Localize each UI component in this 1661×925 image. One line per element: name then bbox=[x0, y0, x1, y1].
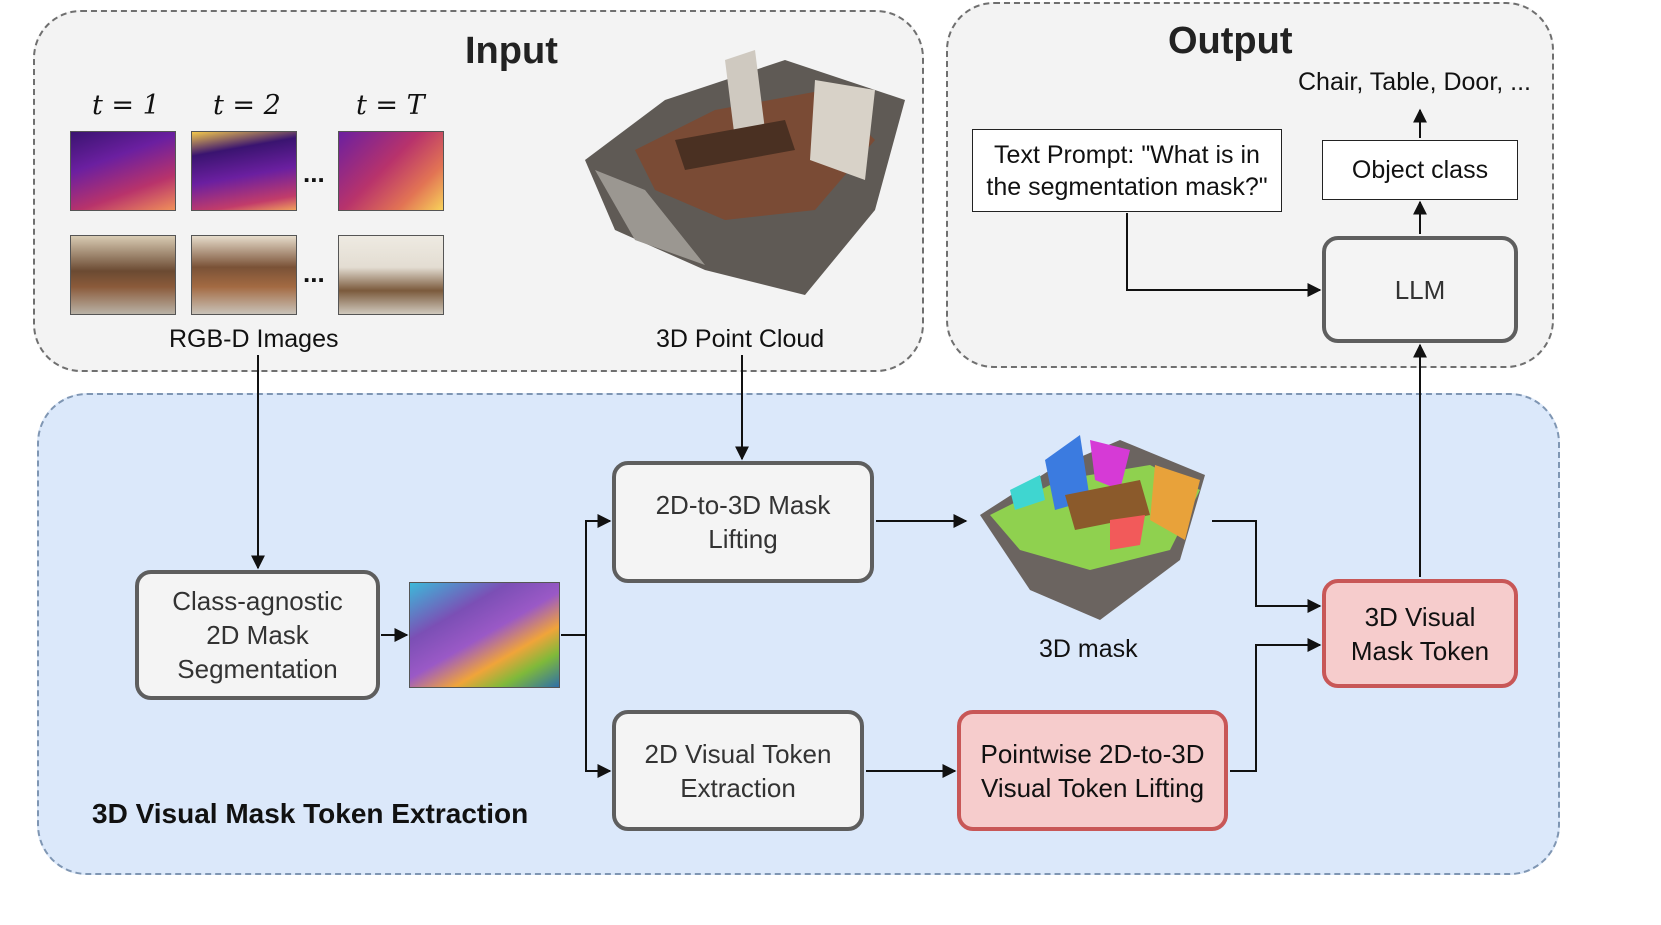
mask-lifting-line-2: Lifting bbox=[708, 524, 778, 554]
visual-token-extraction-line-2: Extraction bbox=[680, 772, 796, 803]
arrow-3dmask-to-masktoken bbox=[1212, 520, 1322, 613]
time-label-1: t = 1 bbox=[92, 90, 160, 121]
llm-box: LLM bbox=[1322, 236, 1518, 343]
classes-output: Chair, Table, Door, ... bbox=[1298, 68, 1531, 96]
depth-image-2 bbox=[191, 131, 297, 211]
visual-token-extraction-box: 2D Visual Token Extraction bbox=[612, 710, 864, 831]
pointwise-lifting-line-1: Pointwise 2D-to-3D bbox=[980, 738, 1205, 769]
arrow-prompt-to-llm bbox=[1126, 213, 1322, 297]
mask-token-line-2: Mask Token bbox=[1350, 635, 1490, 666]
ellipsis-depth: ... bbox=[303, 158, 325, 188]
mask-lifting-box: 2D-to-3D Mask Lifting bbox=[612, 461, 874, 583]
rgb-image-1 bbox=[70, 235, 176, 315]
time-label-T: t = T bbox=[356, 90, 425, 121]
arrow-pointwise-to-masktoken bbox=[1230, 638, 1322, 772]
mask-segmentation-line-3: Segmentation bbox=[177, 654, 338, 684]
arrow-maskimage-to-lifting bbox=[561, 514, 612, 636]
text-prompt-box: Text Prompt: "What is in the segmentatio… bbox=[972, 129, 1282, 212]
mask-segmentation-line-2: 2D Mask bbox=[206, 620, 309, 650]
ellipsis-rgb: ... bbox=[303, 258, 325, 288]
pointcloud-label: 3D Point Cloud bbox=[656, 325, 825, 353]
depth-image-T bbox=[338, 131, 444, 211]
mask-3d-image bbox=[980, 435, 1205, 620]
output-title: Output bbox=[1168, 20, 1293, 62]
extraction-title: 3D Visual Mask Token Extraction bbox=[92, 798, 529, 829]
mask-lifting-line-1: 2D-to-3D Mask bbox=[655, 490, 831, 520]
rgbd-label: RGB-D Images bbox=[169, 325, 339, 353]
time-label-2: t = 2 bbox=[213, 90, 281, 121]
llm-label: LLM bbox=[1394, 274, 1446, 305]
depth-image-1 bbox=[70, 131, 176, 211]
input-title: Input bbox=[465, 30, 558, 72]
arrow-maskimage-to-token bbox=[585, 635, 612, 778]
rgb-image-T bbox=[338, 235, 444, 315]
mask-segmentation-line-1: Class-agnostic bbox=[172, 586, 343, 616]
object-class-label: Object class bbox=[1351, 156, 1489, 184]
mask-token-line-1: 3D Visual bbox=[1364, 601, 1476, 632]
object-class-box: Object class bbox=[1322, 140, 1518, 200]
visual-token-extraction-line-1: 2D Visual Token bbox=[644, 738, 832, 769]
point-cloud-image bbox=[585, 50, 905, 295]
pointwise-lifting-box: Pointwise 2D-to-3D Visual Token Lifting bbox=[957, 710, 1228, 831]
pointwise-lifting-line-2: Visual Token Lifting bbox=[980, 772, 1205, 803]
mask-3d-label: 3D mask bbox=[1039, 635, 1138, 663]
mask-token-box: 3D Visual Mask Token bbox=[1322, 579, 1518, 688]
segmentation-mask-image bbox=[409, 582, 560, 688]
rgb-image-2 bbox=[191, 235, 297, 315]
mask-segmentation-box: Class-agnostic 2D Mask Segmentation bbox=[135, 570, 380, 700]
text-prompt-line-2: the segmentation mask?" bbox=[986, 172, 1268, 201]
text-prompt-line-1: Text Prompt: "What is in bbox=[994, 140, 1260, 169]
